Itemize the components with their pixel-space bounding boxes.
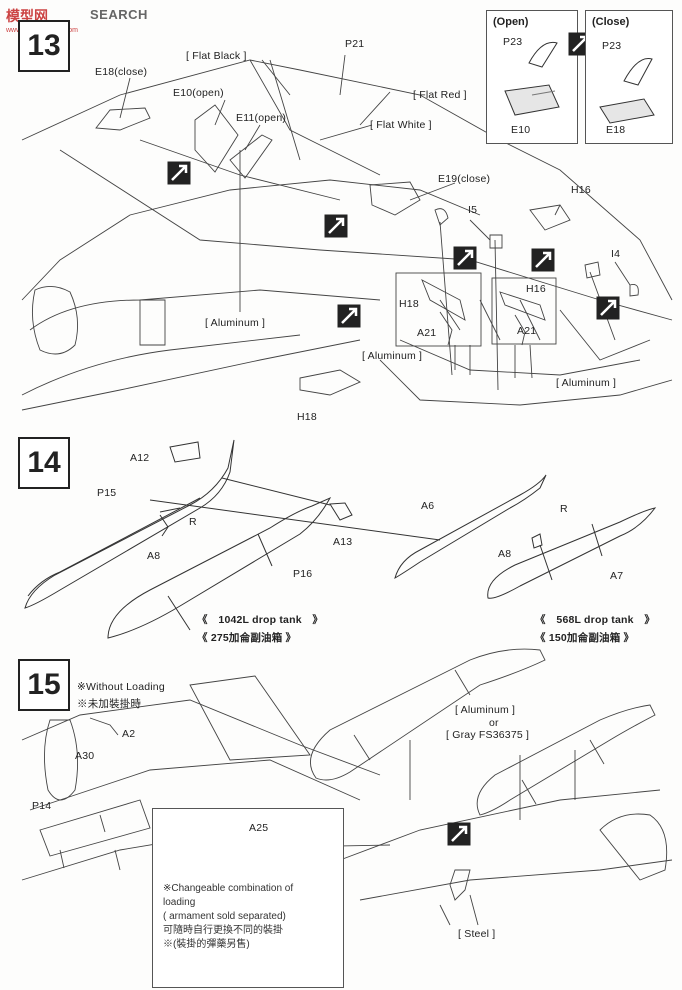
caption-275gal-tank: 《 275加侖副油箱 》 (197, 632, 297, 644)
paint-aluminum-center: [ Aluminum ] (205, 317, 266, 329)
part-h18-box: H18 (399, 298, 419, 310)
part-a13: A13 (333, 536, 353, 548)
paint-flat-white: [ Flat White ] (370, 119, 432, 131)
step-number-14: 14 (18, 437, 70, 489)
inset-close-drawing (599, 57, 655, 124)
note-line-3: ( armament sold separated) (163, 911, 286, 922)
part-p15: P15 (97, 487, 117, 499)
part-p23-open: P23 (503, 36, 523, 48)
watermark-brand: SEARCH (90, 7, 148, 22)
part-r-left: R (189, 516, 197, 528)
part-e11-open: E11(open) (236, 112, 287, 124)
part-a7: A7 (610, 570, 624, 582)
part-a8-right: A8 (498, 548, 512, 560)
paint-aluminum-right: [ Aluminum ] (556, 377, 617, 389)
part-a6: A6 (421, 500, 435, 512)
glue-arrow-icon (324, 214, 348, 238)
part-h16-box: H16 (526, 283, 546, 295)
part-a30: A30 (75, 750, 95, 762)
paint-or: or (489, 717, 499, 729)
part-a12: A12 (130, 452, 150, 464)
loading-note: ※Changeable combination of loading ( arm… (163, 882, 339, 952)
note-line-5: ※(裝掛的彈藥另售) (163, 939, 250, 950)
part-e18-inset: E18 (606, 124, 626, 136)
part-a8-left: A8 (147, 550, 161, 562)
note-line-4: 可隨時自行更換不同的裝掛 (163, 925, 283, 936)
part-r-right: R (560, 503, 568, 515)
glue-arrow-icon (531, 248, 555, 272)
part-h16-top: H16 (571, 184, 591, 196)
paint-aluminum: [ Aluminum ] (455, 704, 516, 716)
caption-1042l-tank: 《 1042L drop tank 》 (197, 614, 324, 626)
inset-open-caption: (Open) (493, 16, 529, 28)
step-number-13: 13 (18, 20, 70, 72)
note-without-loading: ※Without Loading (77, 681, 165, 693)
glue-arrow-icon (447, 822, 471, 846)
paint-steel: [ Steel ] (458, 928, 496, 940)
step-number-15: 15 (18, 659, 70, 711)
part-a21-right: A21 (517, 325, 537, 337)
part-e19-close: E19(close) (438, 173, 491, 185)
part-p14: P14 (32, 800, 52, 812)
part-e10-inset: E10 (511, 124, 531, 136)
glue-arrow-icon (596, 296, 620, 320)
paint-aluminum-left: [ Aluminum ] (362, 350, 423, 362)
part-h18-bottom: H18 (297, 411, 317, 423)
loading-note-box: A25 ※Changeable combination of loading (… (152, 808, 344, 988)
part-a2: A2 (122, 728, 136, 740)
paint-flat-red: [ Flat Red ] (413, 89, 467, 101)
part-p21: P21 (345, 38, 365, 50)
inset-close-caption: (Close) (592, 16, 630, 28)
inset-open-drawing (504, 41, 560, 116)
caption-568l-tank: 《 568L drop tank 》 (535, 614, 656, 626)
part-i4: I4 (611, 248, 621, 260)
paint-flat-black: [ Flat Black ] (186, 50, 247, 62)
paint-gray-fs36375: [ Gray FS36375 ] (446, 729, 530, 741)
part-a25: A25 (249, 822, 269, 834)
glue-arrow-icon (167, 161, 191, 185)
part-e10-open: E10(open) (173, 87, 224, 99)
inset-close: (Close) P23 E18 (585, 10, 673, 144)
glue-arrow-icon (453, 246, 477, 270)
glue-arrow-icon (337, 304, 361, 328)
part-p23-close: P23 (602, 40, 622, 52)
note-line-1: ※Changeable combination of (163, 883, 294, 894)
inset-open: (Open) P23 E10 (486, 10, 578, 144)
part-e18-close: E18(close) (95, 66, 148, 78)
part-a21-left: A21 (417, 327, 437, 339)
caption-150gal-tank: 《 150加侖副油箱 》 (535, 632, 635, 644)
part-i5: I5 (468, 204, 478, 216)
note-line-2: loading (163, 897, 196, 908)
note-without-loading-zh: ※未加裝掛時 (77, 698, 142, 710)
part-p16: P16 (293, 568, 313, 580)
